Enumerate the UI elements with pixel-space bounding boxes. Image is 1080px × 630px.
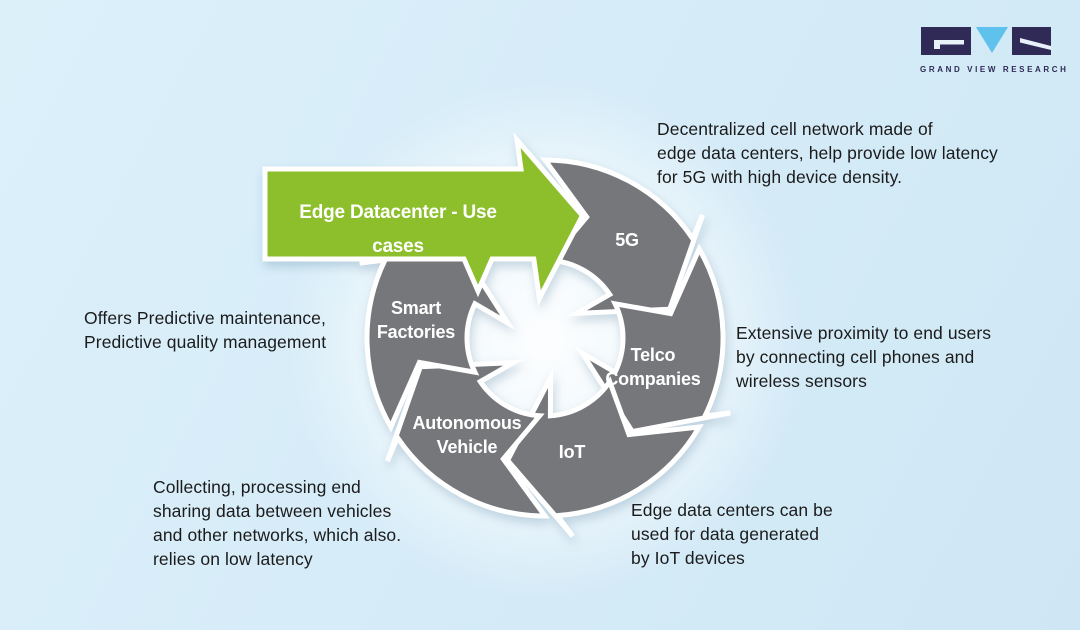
gvr-logo: GRAND VIEW RESEARCH [920, 26, 1069, 74]
note-iot: Edge data centers can be used for data g… [631, 500, 833, 568]
note-av: Collecting, processing end sharing data … [153, 477, 402, 569]
note-5g: Decentralized cell network made of edge … [657, 119, 998, 187]
segment-arrow-av [385, 359, 550, 519]
logo-caption: GRAND VIEW RESEARCH [920, 65, 1069, 74]
segment-arrow-5g [540, 157, 705, 317]
segment-arrow-telco [574, 243, 731, 435]
note-sf: Offers Predictive maintenance, Predictiv… [84, 308, 327, 352]
logo-letter-v-icon [976, 27, 1008, 53]
segment-arrow-iot [504, 367, 704, 538]
note-telco: Extensive proximity to end users by conn… [736, 323, 992, 391]
title-banner-arrow [262, 131, 586, 307]
segment-label-iot: IoT [558, 442, 586, 462]
segment-label-5g: 5G [615, 230, 639, 250]
diagram-title: Edge Datacenter - Use cases [299, 202, 497, 257]
gvr-logo-mark [921, 27, 1051, 55]
segment-label-sf: Smart Factories [376, 298, 456, 342]
segment-label-telco: Telco Companies [605, 345, 701, 389]
segment-label-av: Autonomous Vehicle [412, 413, 522, 457]
